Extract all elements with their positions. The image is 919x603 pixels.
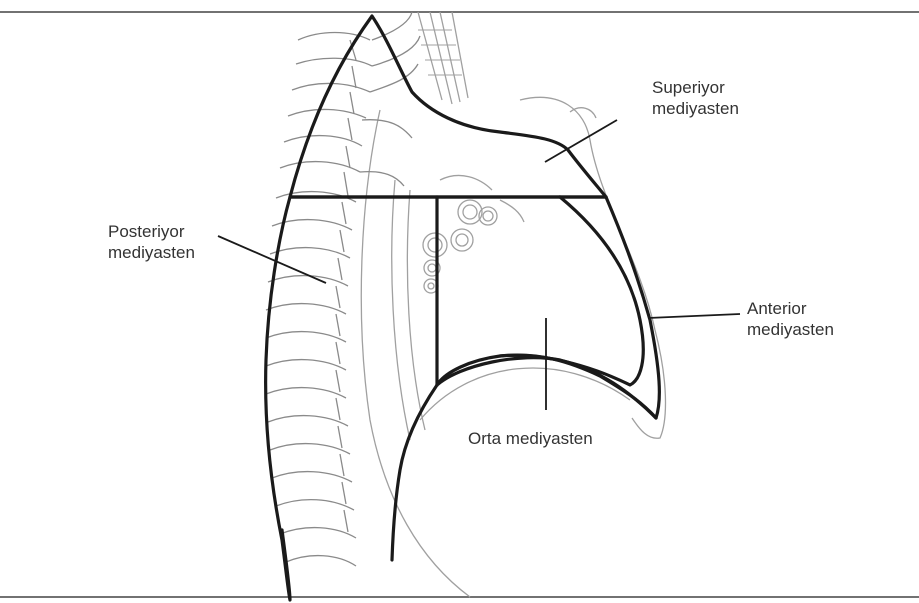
superior-label-line1: Superiyor — [652, 77, 739, 98]
middle-label-line1: Orta mediyasten — [468, 428, 593, 449]
posterior-label-line2: mediyasten — [108, 242, 195, 263]
compartment-outlines — [266, 16, 660, 600]
superior-label-line2: mediyasten — [652, 98, 739, 119]
posterior-mediastinum-label: Posteriyor mediyasten — [108, 221, 195, 263]
anatomy-sketch — [361, 12, 665, 597]
middle-mediastinum-label: Orta mediyasten — [468, 428, 593, 449]
posterior-label-line1: Posteriyor — [108, 221, 195, 242]
inferior-wall-boundary — [392, 385, 437, 560]
superior-mediastinum-label: Superiyor mediyasten — [652, 77, 739, 119]
posterior-leader-line — [218, 236, 326, 283]
anterior-label-line2: mediyasten — [747, 319, 834, 340]
anterior-leader-line — [648, 314, 740, 318]
anterior-label-line1: Anterior — [747, 298, 834, 319]
anterior-mediastinum-label: Anterior mediyasten — [747, 298, 834, 340]
